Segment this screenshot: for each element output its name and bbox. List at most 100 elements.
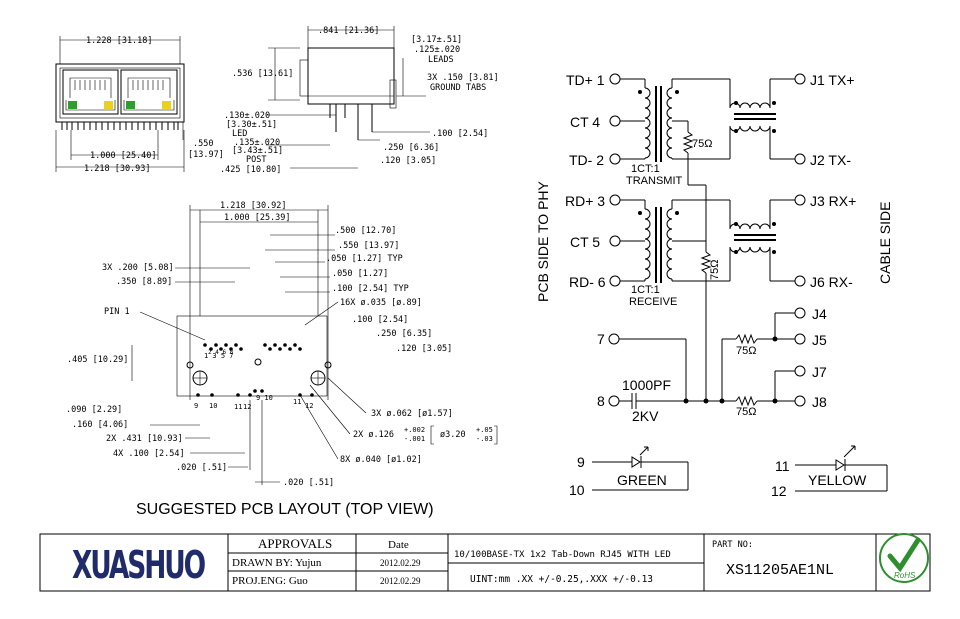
svg-text:3X ø.062 [ø1.57]: 3X ø.062 [ø1.57] — [371, 409, 453, 419]
svg-text:[13.97]: [13.97] — [188, 150, 224, 160]
tx-label: TRANSMIT — [626, 175, 683, 187]
svg-text:.500 [12.70]: .500 [12.70] — [335, 226, 396, 236]
pin-j3: J3 RX+ — [810, 193, 856, 209]
pin-rd-plus: RD+ 3 — [565, 193, 605, 209]
svg-text:2012.02.29: 2012.02.29 — [380, 576, 421, 586]
svg-text:1.000 [25.39]: 1.000 [25.39] — [224, 213, 291, 223]
svg-text:.550 [13.97]: .550 [13.97] — [338, 241, 399, 251]
svg-text:11: 11 — [234, 403, 242, 411]
svg-text:-.001: -.001 — [404, 435, 425, 443]
pin-8: 8 — [597, 393, 605, 409]
svg-text:DRAWN BY: Yujun: DRAWN BY: Yujun — [232, 557, 322, 569]
svg-text:2X .431 [10.93]: 2X .431 [10.93] — [106, 434, 183, 444]
svg-text:.135±.020: .135±.020 — [234, 138, 280, 148]
dim-pin-span: 1.000 [25.40] — [90, 151, 157, 161]
svg-text:.020 [.51]: .020 [.51] — [283, 478, 334, 488]
capacitor-voltage: 2KV — [632, 408, 659, 424]
svg-text:+.002: +.002 — [404, 426, 425, 434]
pin-ct-5: CT 5 — [570, 234, 600, 250]
svg-text:.425 [10.80]: .425 [10.80] — [220, 165, 281, 175]
svg-text:10: 10 — [569, 482, 585, 498]
led-yellow-label: YELLOW — [808, 472, 867, 488]
dim-overall-width: 1.218 [30.93] — [84, 164, 151, 174]
check-icon — [887, 537, 921, 573]
svg-text:GROUND TABS: GROUND TABS — [430, 83, 486, 93]
dim-side-height: .536 [13.61] — [232, 69, 293, 79]
svg-text:.350 [8.89]: .350 [8.89] — [116, 277, 172, 287]
svg-text:.125±.020: .125±.020 — [414, 45, 460, 55]
svg-text:2012.02.29: 2012.02.29 — [380, 558, 421, 568]
led-green-label: GREEN — [617, 472, 667, 488]
svg-text:12: 12 — [771, 483, 787, 499]
svg-text:9: 9 — [577, 454, 585, 470]
svg-text:75Ω: 75Ω — [736, 406, 756, 418]
svg-text:.100 [2.54] TYP: .100 [2.54] TYP — [332, 284, 409, 294]
svg-text:.050 [1.27]: .050 [1.27] — [332, 269, 388, 279]
svg-text:ø3.20: ø3.20 — [440, 430, 466, 440]
svg-text:1 3 5 7: 1 3 5 7 — [204, 352, 234, 360]
led-green-indicator — [126, 101, 135, 109]
svg-text:.250 [6.35]: .250 [6.35] — [376, 329, 432, 339]
svg-text:10: 10 — [209, 402, 217, 410]
svg-text:LEADS: LEADS — [428, 55, 454, 65]
pin-j6: J6 RX- — [810, 274, 853, 290]
svg-text:75Ω: 75Ω — [736, 345, 756, 357]
svg-text:16X ø.035 [ø.89]: 16X ø.035 [ø.89] — [340, 298, 422, 308]
svg-text:.130±.020: .130±.020 — [224, 111, 270, 121]
label-cable-side: CABLE SIDE — [877, 202, 893, 284]
svg-text:POST: POST — [246, 155, 266, 165]
pin-j1: J1 TX+ — [810, 72, 855, 88]
svg-text:PIN 1: PIN 1 — [104, 307, 130, 317]
title-block: XUASHUO APPROVALS Date DRAWN BY: Yujun 2… — [39, 533, 931, 592]
svg-text:2X ø.126: 2X ø.126 — [353, 430, 394, 440]
svg-text:RoHS: RoHS — [894, 571, 916, 580]
svg-text:.120 [3.05]: .120 [3.05] — [380, 156, 436, 166]
dim-side-depth: .841 [21.36] — [318, 26, 379, 36]
svg-text:9 10: 9 10 — [256, 394, 273, 402]
svg-text:8X ø.040 [ø1.02]: 8X ø.040 [ø1.02] — [340, 455, 422, 465]
tolerance-note: UINT:mm .XX +/-0.25,.XXX +/-0.13 — [470, 574, 653, 585]
svg-text:[3.43±.51]: [3.43±.51] — [232, 146, 283, 156]
svg-text:.020 [.51]: .020 [.51] — [176, 463, 227, 473]
svg-text:[3.17±.51]: [3.17±.51] — [411, 35, 462, 45]
svg-text:+.05: +.05 — [476, 426, 493, 434]
svg-text:.100 [2.54]: .100 [2.54] — [432, 129, 488, 139]
pin-j5: J5 — [812, 332, 827, 348]
pin-j4: J4 — [812, 306, 827, 322]
connector-front-view: 1.228 [31.18] 1.000 [25.40] 1.218 [30.93… — [55, 36, 224, 174]
svg-text:75Ω: 75Ω — [709, 260, 721, 280]
rohs-badge — [879, 533, 929, 583]
svg-text:11: 11 — [293, 398, 301, 406]
pin-td-minus: TD- 2 — [569, 152, 604, 168]
schematic: PCB SIDE TO PHY CABLE SIDE TD+ 1 CT 4 TD… — [535, 72, 893, 499]
capacitor-value: 1000PF — [622, 377, 671, 393]
svg-text:9: 9 — [194, 402, 198, 410]
dim-550: .550 — [193, 139, 213, 149]
pcb-layout-view: 1.218 [30.92] 1.000 [25.39] .500 [12.70]… — [66, 201, 498, 518]
pcb-layout-caption: SUGGESTED PCB LAYOUT (TOP VIEW) — [136, 501, 434, 518]
label-pcb-side: PCB SIDE TO PHY — [535, 180, 551, 302]
svg-text:1.218 [30.92]: 1.218 [30.92] — [220, 201, 287, 211]
pin-j2: J2 TX- — [810, 152, 851, 168]
svg-text:11: 11 — [775, 458, 790, 474]
svg-text:4X .100 [2.54]: 4X .100 [2.54] — [113, 449, 185, 459]
svg-text:LED: LED — [232, 129, 247, 139]
led-yellow-indicator — [162, 101, 171, 109]
svg-text:.090 [2.29]: .090 [2.29] — [66, 405, 122, 415]
svg-text:.120 [3.05]: .120 [3.05] — [396, 344, 452, 354]
dim-front-width: 1.228 [31.18] — [86, 36, 153, 46]
svg-text:.250 [6.36]: .250 [6.36] — [383, 143, 439, 153]
pin-j7: J7 — [812, 364, 827, 380]
svg-text:-.03: -.03 — [476, 435, 493, 443]
pin-rd-minus: RD- 6 — [569, 274, 606, 290]
connector-side-view: .841 [21.36] .536 [13.61] [3.17±.51] .12… — [220, 26, 499, 175]
svg-text:.100 [2.54]: .100 [2.54] — [352, 315, 408, 325]
pin-j8: J8 — [812, 394, 827, 410]
svg-text:12: 12 — [243, 403, 251, 411]
svg-text:.405 [10.29]: .405 [10.29] — [67, 355, 128, 365]
part-number: XS11205AE1NL — [726, 562, 834, 579]
svg-text:PART NO:: PART NO: — [712, 540, 753, 550]
pin-ct-4: CT 4 — [570, 114, 600, 130]
svg-text:3X .200 [5.08]: 3X .200 [5.08] — [102, 263, 174, 273]
